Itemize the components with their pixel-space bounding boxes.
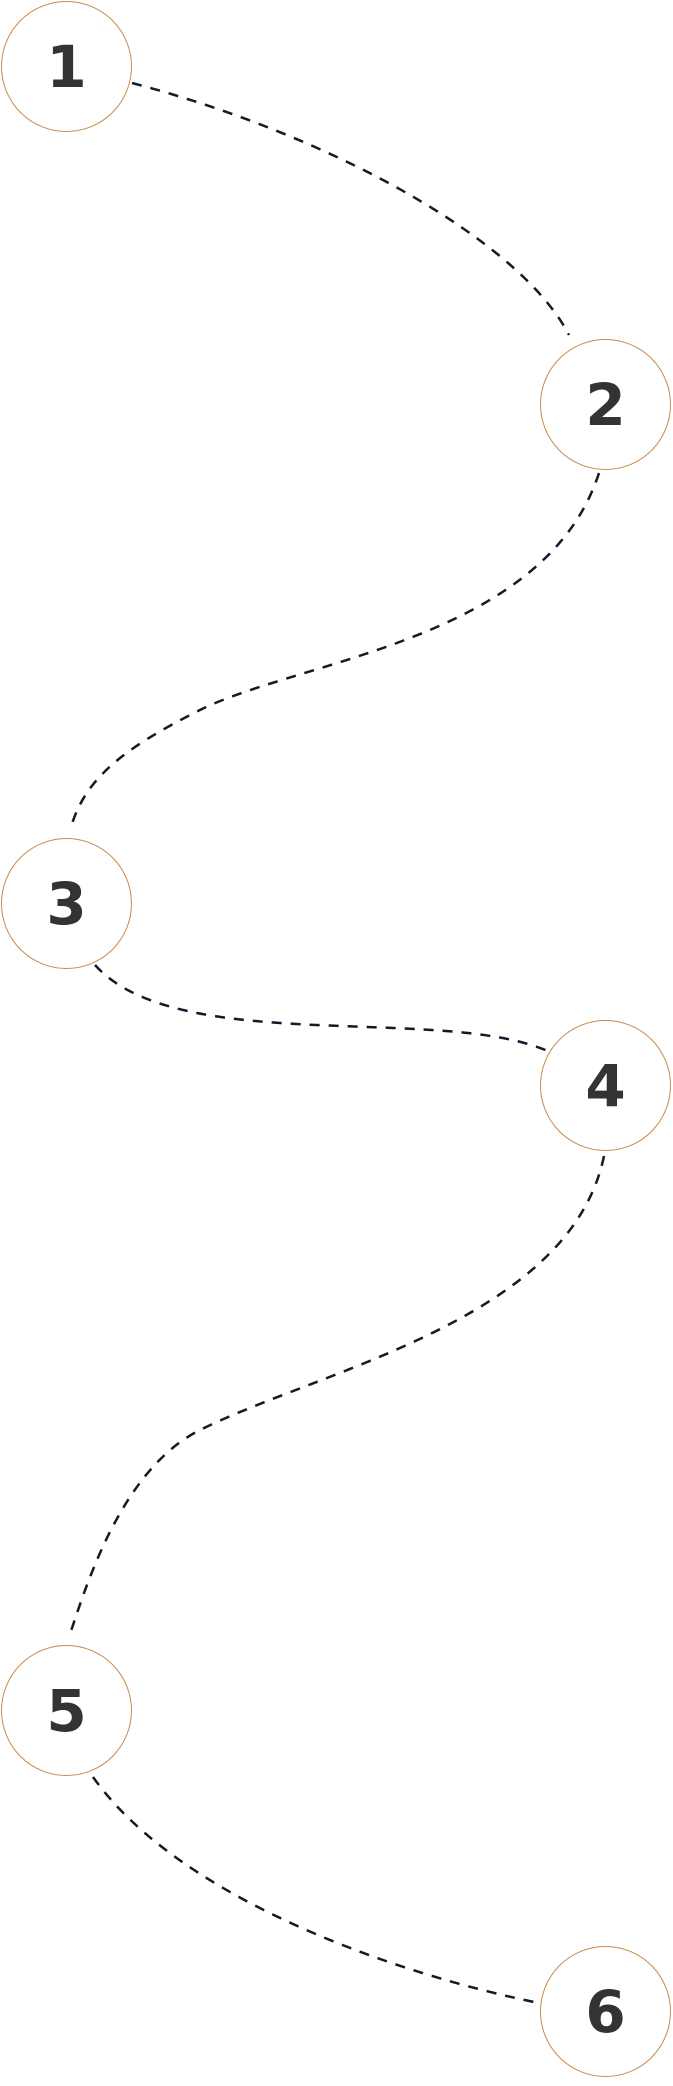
step-circle-2: 2 [540, 339, 671, 470]
step-number: 1 [46, 32, 87, 101]
connector-5-6 [91, 1776, 540, 2005]
step-circle-5: 5 [1, 1645, 132, 1776]
connector-4-5 [67, 1155, 606, 1638]
step-circle-4: 4 [540, 1020, 671, 1151]
step-number: 6 [585, 1977, 626, 2046]
connector-2-3 [69, 472, 601, 828]
step-circle-3: 3 [1, 838, 132, 969]
connector-3-4 [94, 964, 561, 1059]
step-number: 3 [46, 869, 87, 938]
step-number: 4 [585, 1051, 626, 1120]
step-circle-1: 1 [1, 1, 132, 132]
connector-1-2 [131, 81, 571, 336]
step-number: 2 [585, 370, 626, 439]
step-circle-6: 6 [540, 1946, 671, 2077]
step-number: 5 [46, 1676, 87, 1745]
